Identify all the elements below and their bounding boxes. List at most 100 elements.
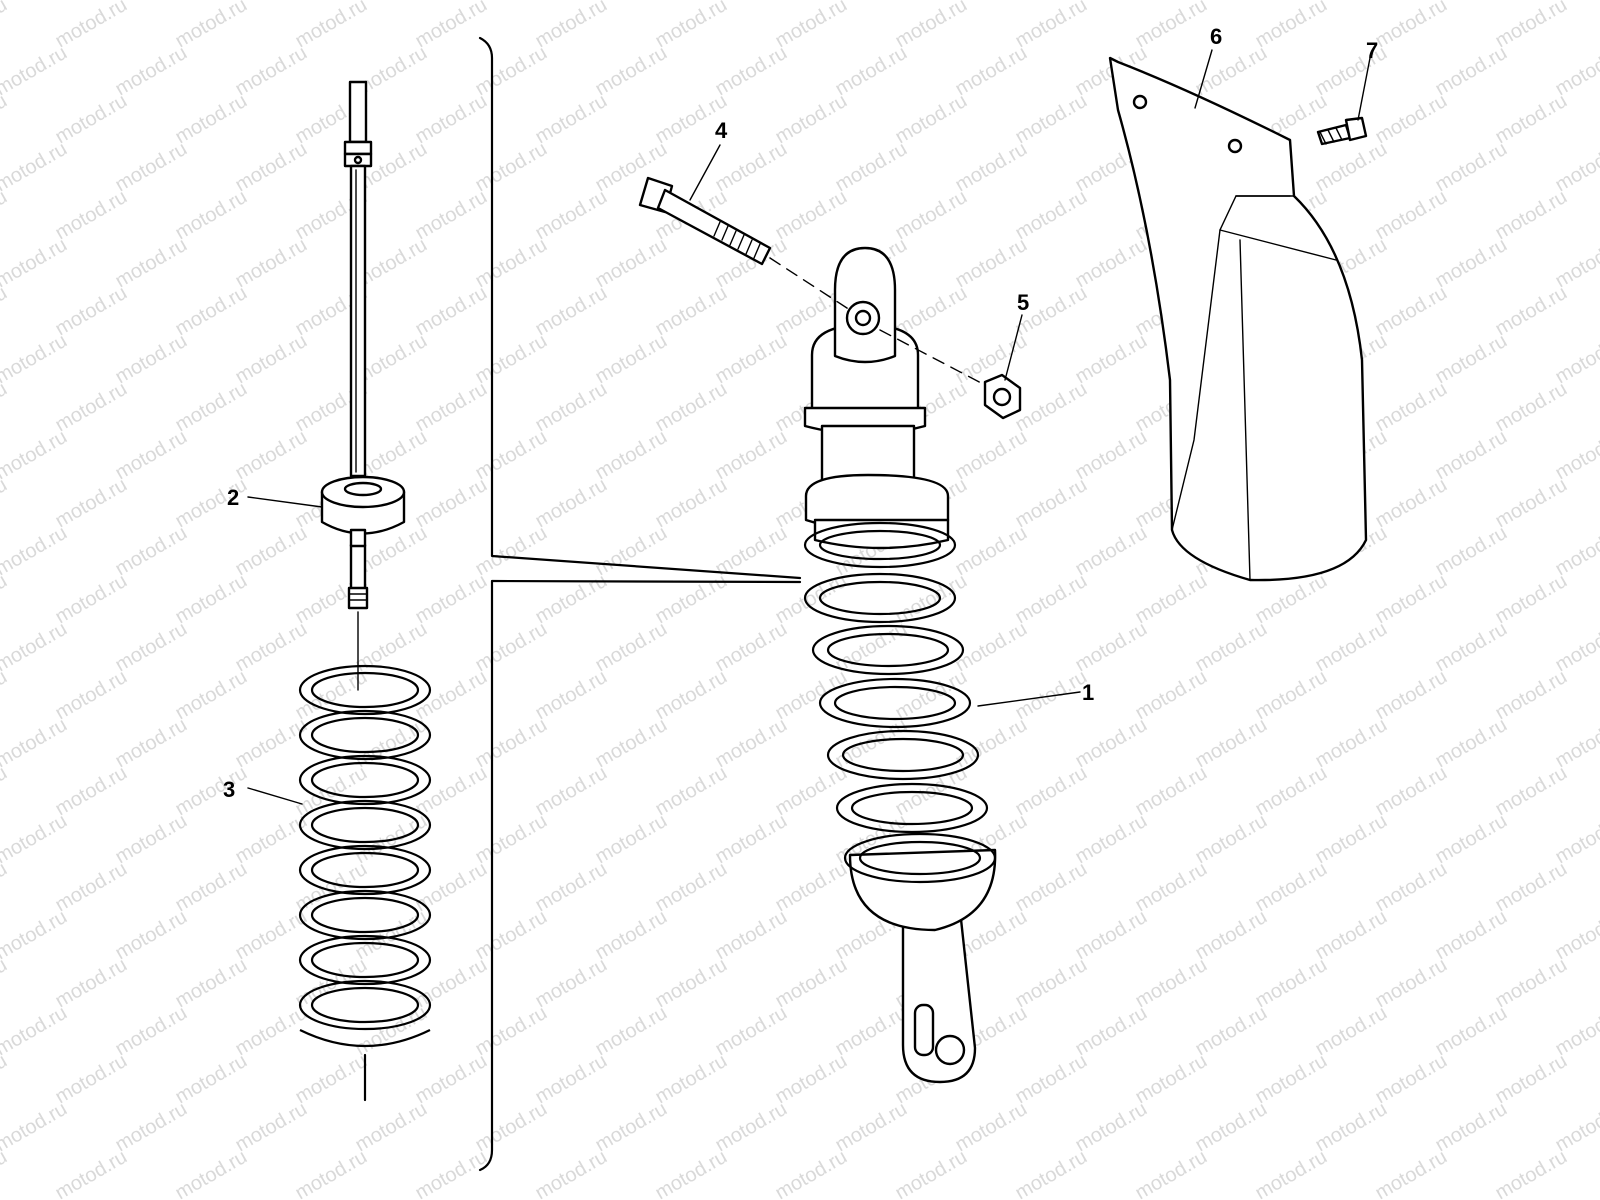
watermark-text: motod.ru bbox=[652, 1050, 731, 1109]
watermark-text: motod.ru bbox=[52, 570, 131, 629]
watermark-text: motod.ru bbox=[412, 570, 491, 629]
watermark-text: motod.ru bbox=[1372, 1050, 1451, 1109]
watermark-text: motod.ru bbox=[472, 426, 551, 485]
watermark-text: motod.ru bbox=[232, 426, 311, 485]
watermark-text: motod.ru bbox=[232, 810, 311, 869]
watermark-text: motod.ru bbox=[52, 666, 131, 725]
watermark-text: motod.ru bbox=[1012, 570, 1091, 629]
watermark-text: motod.ru bbox=[1072, 1098, 1151, 1157]
watermark-text: motod.ru bbox=[1492, 0, 1571, 52]
watermark-text: motod.ru bbox=[1072, 618, 1151, 677]
watermark-text: motod.ru bbox=[1012, 186, 1091, 245]
watermark-text: motod.ru bbox=[832, 138, 911, 197]
watermark-text: motod.ru bbox=[1252, 1050, 1331, 1109]
watermark-text: motod.ru bbox=[0, 0, 71, 4]
watermark-text: motod.ru bbox=[232, 714, 311, 773]
watermark-text: motod.ru bbox=[1432, 234, 1511, 293]
watermark-text: motod.ru bbox=[352, 1098, 431, 1157]
watermark-text: motod.ru bbox=[592, 1098, 671, 1157]
watermark-text: motod.ru bbox=[1372, 666, 1451, 725]
watermark-text: motod.ru bbox=[892, 570, 971, 629]
watermark-text: motod.ru bbox=[772, 1050, 851, 1109]
watermark-text: motod.ru bbox=[1012, 0, 1091, 52]
watermark-text: motod.ru bbox=[592, 906, 671, 965]
watermark-text: motod.ru bbox=[1072, 906, 1151, 965]
watermark-text: motod.ru bbox=[1312, 618, 1391, 677]
watermark-text: motod.ru bbox=[1192, 618, 1271, 677]
watermark-text: motod.ru bbox=[652, 378, 731, 437]
watermark-text: motod.ru bbox=[1012, 1050, 1091, 1109]
watermark-text: motod.ru bbox=[1372, 378, 1451, 437]
watermark-text: motod.ru bbox=[172, 90, 251, 149]
watermark-text: motod.ru bbox=[172, 762, 251, 821]
watermark-text: motod.ru bbox=[1252, 1146, 1331, 1200]
watermark-text: motod.ru bbox=[472, 330, 551, 389]
watermark-text: motod.ru bbox=[0, 0, 11, 52]
watermark-text: motod.ru bbox=[292, 1050, 371, 1109]
watermark-text: motod.ru bbox=[832, 1098, 911, 1157]
watermark-text: motod.ru bbox=[172, 954, 251, 1013]
shock-absorber bbox=[803, 246, 997, 1084]
watermark-text: motod.ru bbox=[772, 0, 851, 52]
watermark-text: motod.ru bbox=[652, 1146, 731, 1200]
watermark-text: motod.ru bbox=[652, 762, 731, 821]
watermark-text: motod.ru bbox=[0, 42, 71, 101]
watermark-text: motod.ru bbox=[532, 1146, 611, 1200]
watermark-text: motod.ru bbox=[292, 0, 371, 52]
watermark-text: motod.ru bbox=[412, 666, 491, 725]
watermark-text: motod.ru bbox=[1252, 954, 1331, 1013]
watermark-text: motod.ru bbox=[1372, 282, 1451, 341]
watermark-text: motod.ru bbox=[112, 714, 191, 773]
watermark-text: motod.ru bbox=[472, 906, 551, 965]
watermark-text: motod.ru bbox=[172, 378, 251, 437]
watermark-text: motod.ru bbox=[0, 330, 71, 389]
callout-5: 5 bbox=[1017, 290, 1029, 315]
watermark-text: motod.ru bbox=[52, 954, 131, 1013]
watermark-text: motod.ru bbox=[1312, 138, 1391, 197]
watermark-text: motod.ru bbox=[892, 0, 971, 52]
watermark-text: motod.ru bbox=[772, 762, 851, 821]
watermark-text: motod.ru bbox=[112, 618, 191, 677]
watermark-text: motod.ru bbox=[52, 0, 131, 52]
watermark-text: motod.ru bbox=[0, 714, 71, 773]
watermark-text: motod.ru bbox=[412, 186, 491, 245]
watermark-text: motod.ru bbox=[1372, 186, 1451, 245]
watermark-text: motod.ru bbox=[52, 474, 131, 533]
watermark-text: motod.ru bbox=[52, 282, 131, 341]
watermark-text: motod.ru bbox=[1012, 666, 1091, 725]
watermark-text: motod.ru bbox=[1192, 1098, 1271, 1157]
watermark-text: motod.ru bbox=[172, 570, 251, 629]
watermark-text: motod.ru bbox=[472, 618, 551, 677]
watermark-text: motod.ru bbox=[1372, 762, 1451, 821]
watermark-text: motod.ru bbox=[112, 1002, 191, 1061]
watermark-text: motod.ru bbox=[1132, 666, 1211, 725]
watermark-text: motod.ru bbox=[832, 714, 911, 773]
watermark-text: motod.ru bbox=[1432, 618, 1511, 677]
watermark-text: motod.ru bbox=[1432, 810, 1511, 869]
watermark-text: motod.ru bbox=[532, 90, 611, 149]
watermark-text: motod.ru bbox=[472, 810, 551, 869]
watermark-text: motod.ru bbox=[52, 186, 131, 245]
watermark-text: motod.ru bbox=[712, 1002, 791, 1061]
watermark-text: motod.ru bbox=[1312, 1002, 1391, 1061]
watermark-text: motod.ru bbox=[1132, 0, 1211, 52]
watermark-text: motod.ru bbox=[592, 330, 671, 389]
watermark-text: motod.ru bbox=[652, 570, 731, 629]
watermark-text: motod.ru bbox=[1492, 762, 1571, 821]
watermark-text: motod.ru bbox=[712, 714, 791, 773]
watermark-text: motod.ru bbox=[1432, 1002, 1511, 1061]
watermark-text: motod.ru bbox=[172, 666, 251, 725]
watermark-text: motod.ru bbox=[532, 0, 611, 52]
detail-bracket bbox=[478, 36, 802, 1172]
watermark-text: motod.ru bbox=[952, 714, 1031, 773]
watermark-text: motod.ru bbox=[352, 1002, 431, 1061]
damper-rod bbox=[343, 80, 373, 691]
watermark-text: motod.ru bbox=[472, 1098, 551, 1157]
watermark-text: motod.ru bbox=[52, 1050, 131, 1109]
watermark-text: motod.ru bbox=[592, 522, 671, 581]
watermark-text: motod.ru bbox=[532, 666, 611, 725]
watermark-text: motod.ru bbox=[1012, 90, 1091, 149]
watermark-text: motod.ru bbox=[112, 234, 191, 293]
watermark-text: motod.ru bbox=[652, 474, 731, 533]
